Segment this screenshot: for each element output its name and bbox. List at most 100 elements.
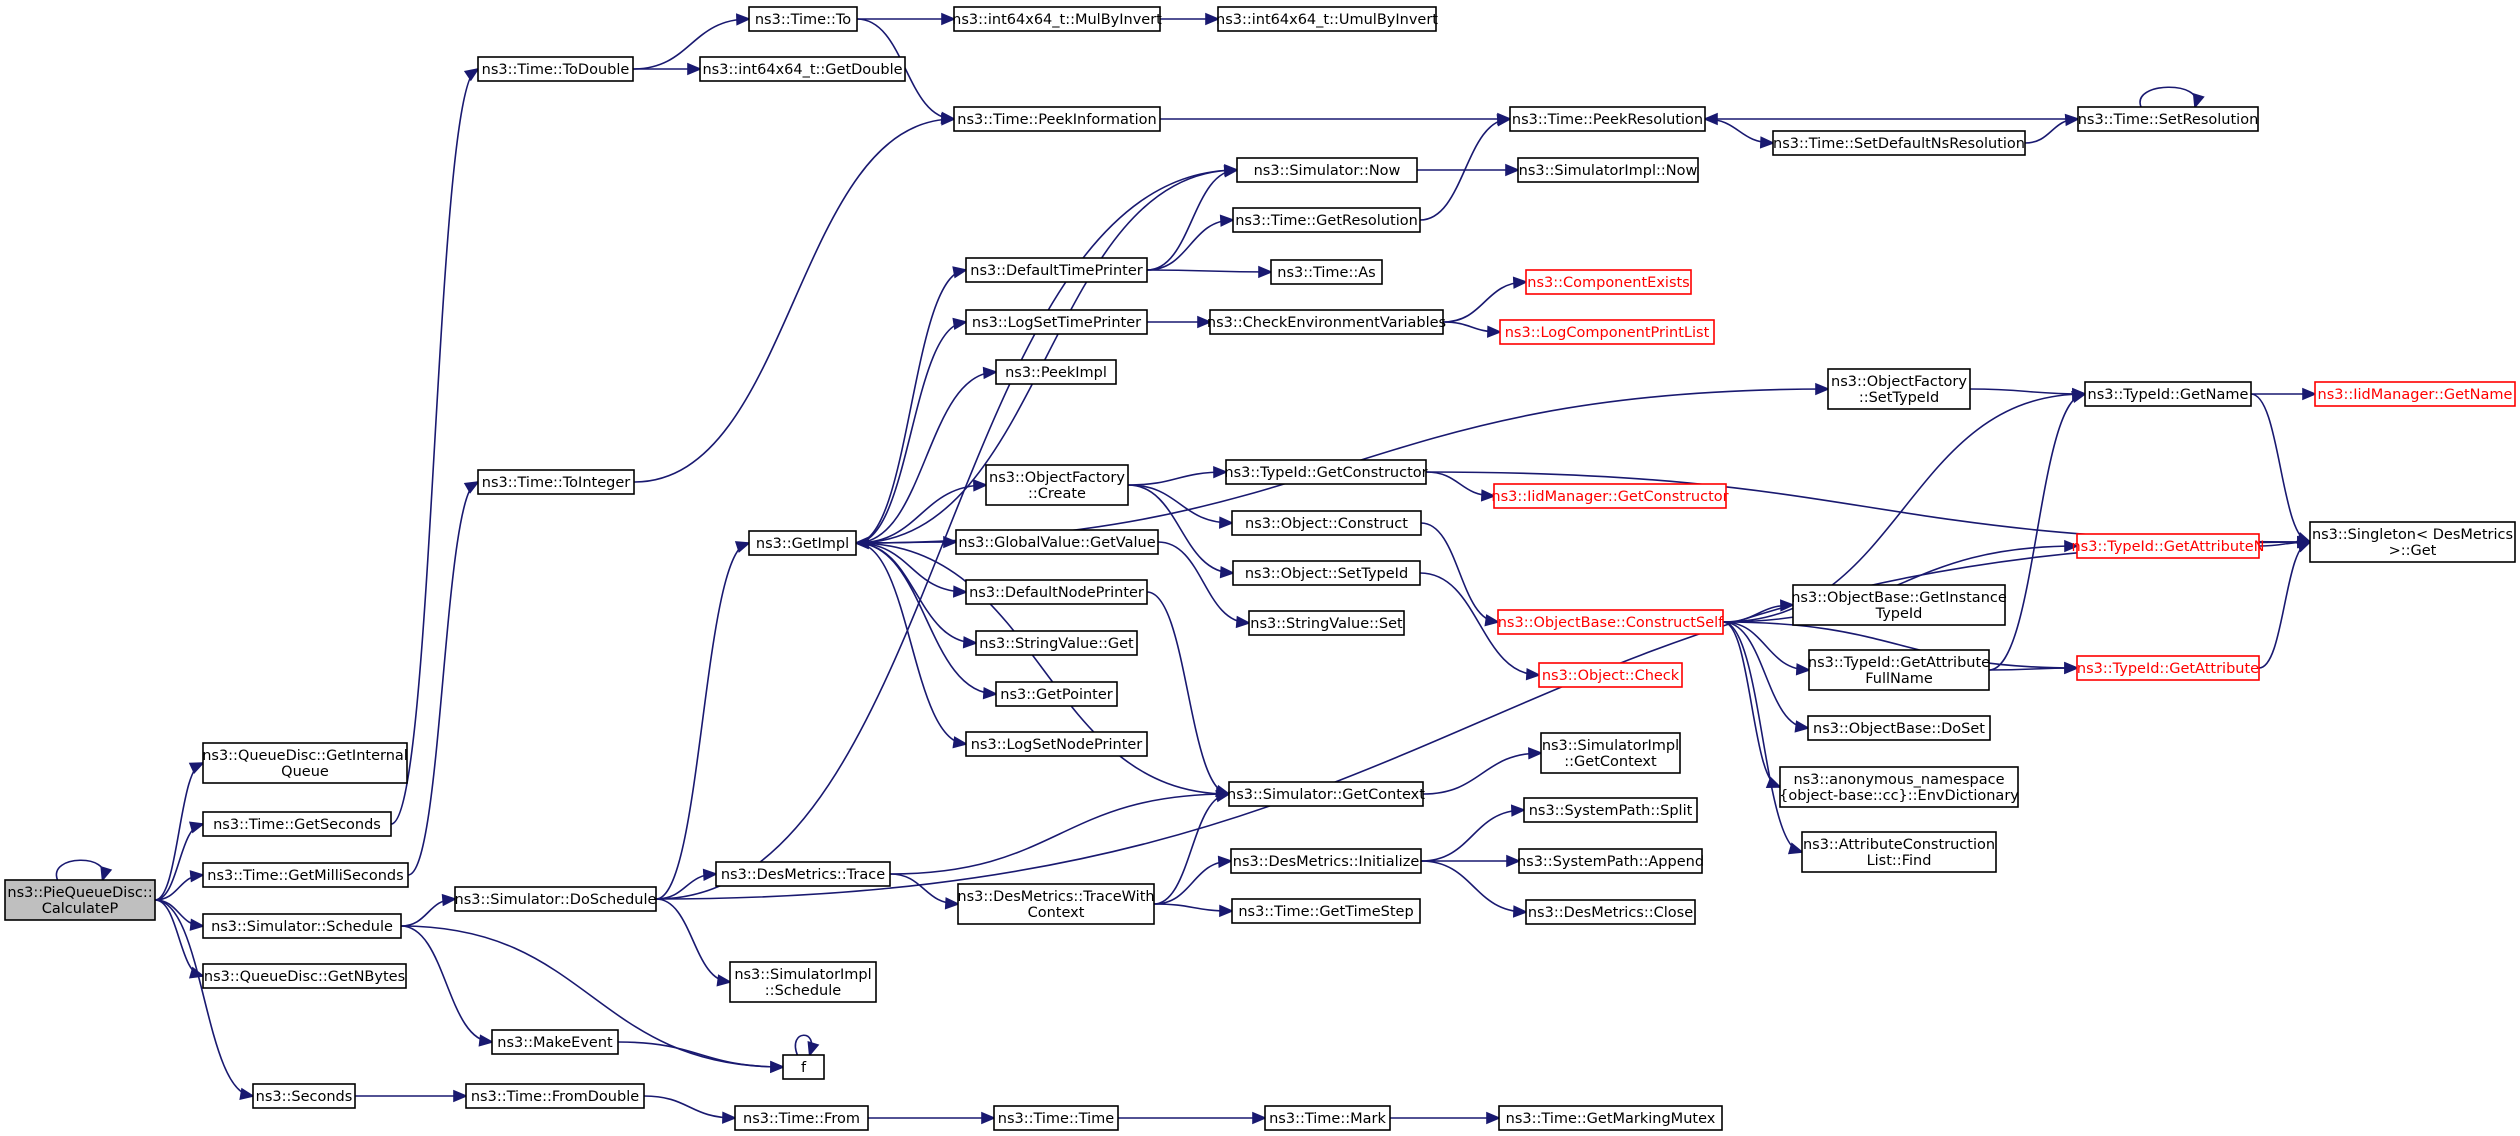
function-node-typeid-getattributen[interactable]: ns3::TypeId::GetAttributeN — [2071, 533, 2265, 559]
node-box — [1499, 319, 1715, 345]
function-node-int64-mulbyinvert[interactable]: ns3::int64x64_t::MulByInvert — [952, 6, 1162, 32]
function-node-time-getmarkingmutex[interactable]: ns3::Time::GetMarkingMutex — [1498, 1105, 1723, 1131]
function-node-objfactory-settypeid[interactable]: ns3::ObjectFactory::SetTypeId — [1827, 368, 1971, 410]
arrowhead — [952, 585, 969, 598]
node-label: ns3::Seconds — [256, 1089, 353, 1105]
function-node-f[interactable]: f — [782, 1054, 825, 1080]
function-node-stringvalue-get[interactable]: ns3::StringValue::Get — [975, 630, 1138, 656]
function-node-time-todouble[interactable]: ns3::Time::ToDouble — [477, 56, 634, 82]
function-node-root[interactable]: ns3::PieQueueDisc::CalculateP — [4, 879, 156, 921]
function-node-simimpl-schedule[interactable]: ns3::SimulatorImpl::Schedule — [729, 961, 877, 1003]
function-node-peekimpl[interactable]: ns3::PeekImpl — [995, 359, 1117, 385]
function-node-logsetnodeprinter[interactable]: ns3::LogSetNodePrinter — [965, 731, 1148, 757]
node-box — [729, 961, 877, 1003]
node-label: ns3::Time::Mark — [1269, 1111, 1386, 1127]
arrowhead — [1213, 465, 1229, 479]
function-node-typeid-getname[interactable]: ns3::TypeId::GetName — [2084, 381, 2252, 407]
function-node-objbase-constructself[interactable]: ns3::ObjectBase::ConstructSelf — [1497, 609, 1724, 635]
edge-line — [655, 541, 2311, 900]
node-label: ns3::DesMetrics::TraceWith — [957, 889, 1154, 905]
function-node-checkenvvars[interactable]: ns3::CheckEnvironmentVariables — [1207, 309, 1446, 335]
function-node-getimpl[interactable]: ns3::GetImpl — [748, 530, 857, 556]
call-edge-objbase_constructself-to-typeid_getattributen — [1722, 539, 2080, 623]
function-node-time-time[interactable]: ns3::Time::Time — [993, 1105, 1119, 1131]
function-node-object-construct[interactable]: ns3::Object::Construct — [1231, 510, 1422, 536]
function-node-sim-now[interactable]: ns3::Simulator::Now — [1236, 157, 1418, 183]
arrowhead — [734, 541, 751, 553]
function-node-object-settypeid[interactable]: ns3::Object::SetTypeId — [1232, 560, 1421, 586]
function-node-typeid-getconstructor[interactable]: ns3::TypeId::GetConstructor — [1224, 459, 1428, 485]
function-node-time-setresolution[interactable]: ns3::Time::SetResolution — [2077, 106, 2259, 132]
function-node-time-getseconds[interactable]: ns3::Time::GetSeconds — [202, 811, 392, 837]
function-node-simimpl-getcontext[interactable]: ns3::SimulatorImpl::GetContext — [1540, 732, 1681, 774]
function-node-time-to[interactable]: ns3::Time::To — [748, 6, 858, 32]
function-node-time-from[interactable]: ns3::Time::From — [734, 1105, 869, 1131]
node-label: ns3::IidManager::GetName — [2318, 387, 2513, 403]
function-node-int64-getdouble[interactable]: ns3::int64x64_t::GetDouble — [699, 56, 906, 82]
function-node-time-getresolution[interactable]: ns3::Time::GetResolution — [1232, 207, 1421, 233]
function-node-globalvalue-getvalue[interactable]: ns3::GlobalValue::GetValue — [955, 529, 1159, 555]
function-node-iidmanager-getname[interactable]: ns3::IidManager::GetName — [2314, 381, 2516, 407]
function-node-stringvalue-set[interactable]: ns3::StringValue::Set — [1248, 610, 1405, 636]
function-node-componentexists[interactable]: ns3::ComponentExists — [1525, 269, 1692, 295]
function-node-systempath-split[interactable]: ns3::SystemPath::Split — [1523, 797, 1698, 823]
node-label: Context — [1028, 905, 1085, 921]
function-node-objfactory-create[interactable]: ns3::ObjectFactory::Create — [985, 464, 1129, 506]
node-label: ns3::Time::PeekResolution — [1512, 112, 1703, 128]
function-node-qd-getnbytes[interactable]: ns3::QueueDisc::GetNBytes — [202, 963, 407, 989]
node-box — [965, 309, 1148, 335]
function-node-object-check[interactable]: ns3::Object::Check — [1538, 662, 1683, 688]
function-node-time-fromdouble[interactable]: ns3::Time::FromDouble — [465, 1083, 645, 1109]
function-node-time-tointeger[interactable]: ns3::Time::ToInteger — [477, 469, 635, 495]
function-node-sim-schedule[interactable]: ns3::Simulator::Schedule — [202, 913, 402, 939]
function-node-desmetrics-trace[interactable]: ns3::DesMetrics::Trace — [715, 861, 891, 887]
node-box — [985, 464, 1129, 506]
function-node-defaultnodeprinter[interactable]: ns3::DefaultNodePrinter — [965, 579, 1148, 605]
function-node-desmetrics-initialize[interactable]: ns3::DesMetrics::Initialize — [1230, 848, 1422, 874]
function-node-objbase-doset[interactable]: ns3::ObjectBase::DoSet — [1807, 715, 1991, 741]
function-node-desmetrics-close[interactable]: ns3::DesMetrics::Close — [1525, 899, 1696, 925]
function-node-time-gettimestep[interactable]: ns3::Time::GetTimeStep — [1231, 898, 1421, 924]
function-node-sim-getcontext[interactable]: ns3::Simulator::GetContext — [1227, 781, 1425, 807]
function-node-simimpl-now[interactable]: ns3::SimulatorImpl::Now — [1517, 157, 1699, 183]
function-node-getpointer[interactable]: ns3::GetPointer — [995, 681, 1118, 707]
function-node-logcomponentprintlist[interactable]: ns3::LogComponentPrintList — [1499, 319, 1715, 345]
function-node-time-as[interactable]: ns3::Time::As — [1270, 259, 1383, 285]
edge-line — [855, 542, 967, 745]
function-node-makeevent[interactable]: ns3::MakeEvent — [491, 1029, 619, 1055]
function-node-sim-doschedule[interactable]: ns3::Simulator::DoSchedule — [454, 886, 657, 912]
call-edge-root-to-time_getseconds — [154, 821, 206, 901]
arrowhead — [716, 974, 733, 987]
node-box — [1808, 649, 1990, 691]
function-node-systempath-append[interactable]: ns3::SystemPath::Append — [1517, 848, 1704, 874]
call-edge-sim_now-to-simimpl_now — [1417, 163, 1521, 177]
function-node-defaulttimeprinter[interactable]: ns3::DefaultTimePrinter — [965, 257, 1148, 283]
function-node-time-peekresolution[interactable]: ns3::Time::PeekResolution — [1509, 106, 1706, 132]
function-node-typeid-getattribute[interactable]: ns3::TypeId::GetAttribute — [2076, 655, 2260, 681]
call-edge-time_todouble-to-time_to — [632, 13, 752, 70]
node-box — [1230, 848, 1422, 874]
function-node-logsettimeprinter[interactable]: ns3::LogSetTimePrinter — [965, 309, 1148, 335]
function-node-anon-envdictionary[interactable]: ns3::anonymous_namespace{object-base::cc… — [1779, 766, 2019, 808]
node-label: ::Schedule — [765, 983, 841, 999]
function-node-singleton-get[interactable]: ns3::Singleton< DesMetrics >::Get — [2309, 521, 2516, 563]
arrowhead — [1795, 663, 1812, 676]
node-label: ns3::TypeId::GetAttributeN — [2071, 539, 2264, 555]
call-edge-getimpl-to-logsetnodeprinter — [855, 542, 969, 749]
function-node-time-setdefaultnsresolution[interactable]: ns3::Time::SetDefaultNsResolution — [1772, 130, 2026, 156]
function-node-iidmanager-getconstructor[interactable]: ns3::IidManager::GetConstructor — [1491, 483, 1729, 509]
node-label: ns3::Simulator::Now — [1254, 163, 1401, 179]
function-node-seconds[interactable]: ns3::Seconds — [252, 1083, 356, 1109]
node-label: ns3::CheckEnvironmentVariables — [1207, 315, 1446, 331]
arrowhead — [1235, 615, 1252, 629]
function-node-time-peekinformation[interactable]: ns3::Time::PeekInformation — [953, 106, 1161, 132]
function-node-time-getmilliseconds[interactable]: ns3::Time::GetMilliSeconds — [202, 862, 409, 888]
arrowhead — [1484, 614, 1501, 627]
function-node-time-mark[interactable]: ns3::Time::Mark — [1264, 1105, 1391, 1131]
function-node-int64-umulbyinvert[interactable]: ns3::int64x64_t::UmulByInvert — [1216, 6, 1438, 32]
